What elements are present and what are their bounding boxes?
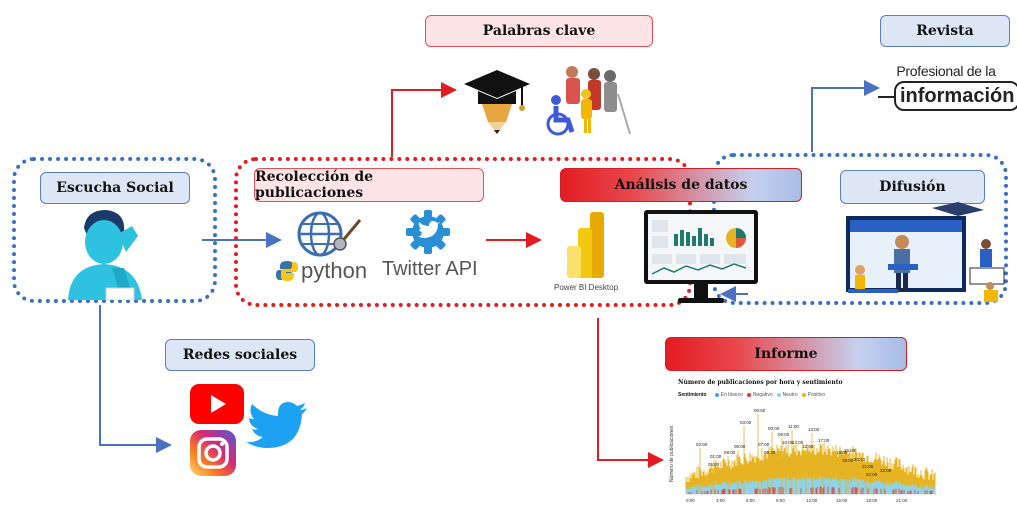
report-y-label: Número de publicaciones: [669, 425, 675, 482]
legend-item: Negativo: [746, 392, 773, 398]
report-x-tick: 9:00: [776, 498, 785, 503]
report-peak-label: 12:00: [802, 444, 814, 449]
report-legend: Sentimiento En blanco Negativo Neutro Po…: [678, 392, 825, 398]
python-text: python: [301, 258, 368, 283]
report-title: Número de publicaciones por hora y senti…: [678, 379, 843, 386]
report-peak-label: 05:00: [708, 462, 720, 467]
report-peak-label: 03:00: [740, 420, 752, 425]
report-x-tick: 15:00: [836, 498, 848, 503]
escucha-social-label: Escucha Social: [40, 172, 190, 204]
inclusion-people-icon: [546, 66, 631, 136]
report-peak-label: 18:00: [836, 450, 848, 455]
report-peak-label: 20:10: [854, 457, 866, 462]
web-globe-icon: [297, 211, 362, 257]
instagram-icon: [190, 430, 236, 476]
listening-person-icon: [68, 210, 142, 300]
informe-label: Informe: [665, 337, 907, 371]
report-peak-label: 06:00: [734, 444, 746, 449]
report-legend-title: Sentimiento: [678, 392, 707, 398]
analisis-label: Análisis de datos: [560, 168, 802, 202]
report-peak-label: 07:00: [758, 442, 770, 447]
report-plot: Número de publicaciones 00:50 03:00 00:00 1…: [669, 408, 936, 503]
report-peak-label: 15:00: [844, 448, 856, 453]
twitter-gear-icon: [406, 210, 450, 254]
escucha-social-region: [12, 157, 217, 303]
python-icon: [276, 261, 298, 281]
report-peak-label: 09:00: [778, 432, 790, 437]
powerbi-label: Power BI Desktop: [554, 283, 619, 292]
report-x-tick: 21:00: [896, 498, 908, 503]
legend-item: Positivo: [801, 392, 825, 398]
report-peak-label: 01:00: [710, 454, 722, 459]
revista-label: Revista: [880, 15, 1010, 47]
report-x-tick: 18:00: [866, 498, 878, 503]
report-peak-label: 17:00: [818, 438, 830, 443]
graduation-cap-icon: [464, 70, 530, 134]
powerbi-icon: [567, 212, 604, 278]
report-peak-label: 10:00: [782, 440, 794, 445]
python-logo: python: [276, 258, 367, 284]
recoleccion-label: Recolección de publicaciones: [254, 168, 484, 202]
report-peak-label: 14:00: [792, 440, 804, 445]
informe-report-chart: Número de publicaciones por hora y senti…: [668, 376, 940, 504]
legend-item: En blanco: [714, 392, 743, 398]
report-x-tick: 0:00: [686, 498, 695, 503]
report-peak-label: 22:00: [866, 472, 878, 477]
report-x-tick: 6:00: [746, 498, 755, 503]
report-x-tick: 12:00: [806, 498, 818, 503]
twitter-api-text: Twitter API: [382, 258, 478, 280]
difusion-label: Difusión: [840, 170, 985, 204]
revista-logo: Profesional de la información: [878, 63, 1017, 123]
report-peak-label: 09:30: [764, 450, 776, 455]
report-peak-label: 00:00: [768, 426, 780, 431]
report-peak-label: 21:00: [862, 464, 874, 469]
dashboard-monitor-icon: [644, 210, 758, 303]
report-peak-label: 23:00: [880, 468, 892, 473]
legend-item: Neutro: [776, 392, 798, 398]
palabras-clave-label: Palabras clave: [425, 15, 653, 47]
report-x-tick: 3:00: [716, 498, 725, 503]
presentation-illustration: [846, 202, 1005, 302]
report-peak-label: 08:00: [724, 450, 736, 455]
revista-logo-top: Profesional de la: [896, 63, 996, 79]
report-peak-label: 00:50: [754, 408, 766, 413]
revista-logo-bottom: información: [894, 81, 1017, 111]
report-peak-label: 11:00: [788, 424, 799, 429]
youtube-icon: [190, 384, 244, 424]
report-peak-label: 13:00: [808, 427, 820, 432]
report-peak-label: 02:00: [696, 442, 708, 447]
twitter-icon: [246, 402, 307, 448]
redes-sociales-label: Redes sociales: [165, 339, 315, 371]
